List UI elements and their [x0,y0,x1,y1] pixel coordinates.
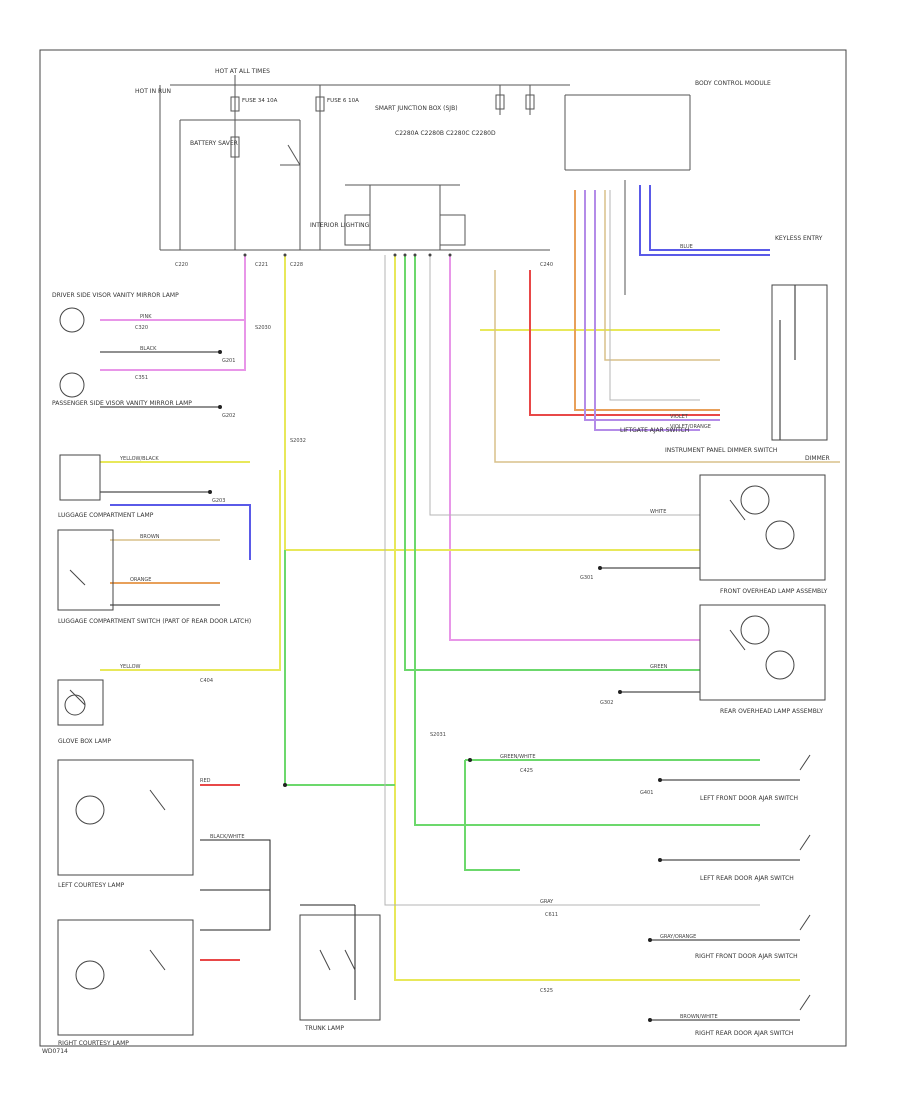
wires-green [284,255,760,871]
ground-label-g6: G401 [640,790,654,796]
wires-blue [110,185,770,560]
label-smart-junction-box: SMART JUNCTION BOX (SJB) [375,105,458,112]
connector-label-c8: C425 [520,768,534,774]
connector-label-c5: C320 [135,325,149,331]
wire-label-bk-wh: BLACK/WHITE [210,834,245,840]
wire-label-gy-og: GRAY/ORANGE [660,934,697,940]
label-interior-lighting-relay: INTERIOR LIGHTING [310,222,370,229]
label-module-connectors: C2280A C2280B C2280C C2280D [395,130,496,137]
label-battery-saver: BATTERY SAVER [190,140,238,147]
label-body-control-module: BODY CONTROL MODULE [695,80,771,87]
wire-label-gn-wh: GREEN/WHITE [500,754,536,760]
connector-label-c2: C221 [255,262,269,268]
fuse-symbols [230,94,535,246]
wires-tan [110,190,840,541]
label-door-ajar-rf: RIGHT FRONT DOOR AJAR SWITCH [695,953,798,960]
wires-grey [384,190,760,906]
label-right-courtesy-lamp: RIGHT COURTESY LAMP [58,1040,129,1047]
connector-label-c6: C351 [135,375,149,381]
label-front-overhead-lamp: FRONT OVERHEAD LAMP ASSEMBLY [720,588,828,595]
wires-pink [100,255,700,641]
connector-label-c1: C220 [175,262,189,268]
diagram-footer-code: WD0714 [42,1048,68,1055]
connector-dots [243,253,452,257]
label-dimmer: DIMMER [805,455,830,462]
power-bus [159,75,570,251]
connector-label-c3: C228 [290,262,304,268]
splice-label-s2: S2031 [430,732,446,738]
switch-contacts [69,499,811,1011]
label-passenger-visor-lamp: PASSENGER SIDE VISOR VANITY MIRROR LAMP [52,400,192,407]
wire-label-ye-bk: YELLOW/BLACK [120,456,159,462]
label-ip-dimmer-switch: INSTRUMENT PANEL DIMMER SWITCH [665,447,778,454]
wire-label-vt-og: VIOLET/ORANGE [670,424,711,430]
connector-label-c7: C404 [200,678,214,684]
label-luggage-compartment-switch: LUGGAGE COMPARTMENT SWITCH (PART OF REAR… [58,618,252,625]
label-hot-in-run: HOT IN RUN [135,88,172,95]
connector-label-c9: C525 [540,988,554,994]
connector-label-c10: C611 [545,912,559,918]
connector-label-c4: C240 [540,262,554,268]
ground-label-g5: G302 [600,700,614,706]
diagram-frame [39,49,847,1047]
label-trunk-lamp: TRUNK LAMP [305,1025,344,1032]
label-keyless-pad: KEYLESS ENTRY [775,235,823,242]
ground-label-g2: G202 [222,413,236,419]
wires-violet [584,190,720,431]
label-hot-at-all-times: HOT AT ALL TIMES [215,68,270,75]
ground-label-g4: G301 [580,575,594,581]
body-control-module-block [564,94,691,295]
wire-label-rd: RED [200,778,211,784]
label-interior-fuse: FUSE 34 10A [242,98,278,104]
label-rear-overhead-lamp: REAR OVERHEAD LAMP ASSEMBLY [720,708,824,715]
wire-label-og: ORANGE [130,577,152,583]
label-liftgate-ajar-switch: LIFTGATE AJAR SWITCH [620,427,690,434]
wire-label-bn: BROWN [140,534,160,540]
wire-label-gn: GREEN [650,664,668,670]
label-courtesy-fuse: FUSE 6 10A [327,98,359,104]
wires-yellow [100,255,800,981]
ground-label-g1: G201 [222,358,236,364]
wire-label-ye: YELLOW [120,664,141,670]
wire-label-gy: GRAY [540,899,554,905]
wire-label-bk: BLACK [140,346,157,352]
wire-label-bu: BLUE [680,244,693,250]
wire-label-vt: VIOLET [670,414,688,420]
splice-label-s3: S2032 [290,438,306,444]
wires-red [200,270,720,961]
label-door-ajar-lf: LEFT FRONT DOOR AJAR SWITCH [700,795,799,802]
wire-label-pk: PINK [140,314,152,320]
label-door-ajar-rr: RIGHT REAR DOOR AJAR SWITCH [695,1030,794,1037]
label-left-courtesy-lamp: LEFT COURTESY LAMP [58,882,125,889]
label-glove-box-lamp: GLOVE BOX LAMP [58,738,111,745]
splice-label-s1: S2030 [255,325,271,331]
wire-label-bn-wh: BROWN/WHITE [680,1014,718,1020]
ground-symbols [208,350,662,1022]
ground-label-g3: G203 [212,498,226,504]
label-luggage-compartment-lamp: LUGGAGE COMPARTMENT LAMP [58,512,154,519]
wires-orange [110,190,720,584]
component-outlines [57,284,828,1036]
wire-label-wh: WHITE [650,509,667,515]
label-door-ajar-lr: LEFT REAR DOOR AJAR SWITCH [700,875,794,882]
wires-black [100,285,800,1021]
label-driver-visor-lamp: DRIVER SIDE VISOR VANITY MIRROR LAMP [52,292,179,299]
